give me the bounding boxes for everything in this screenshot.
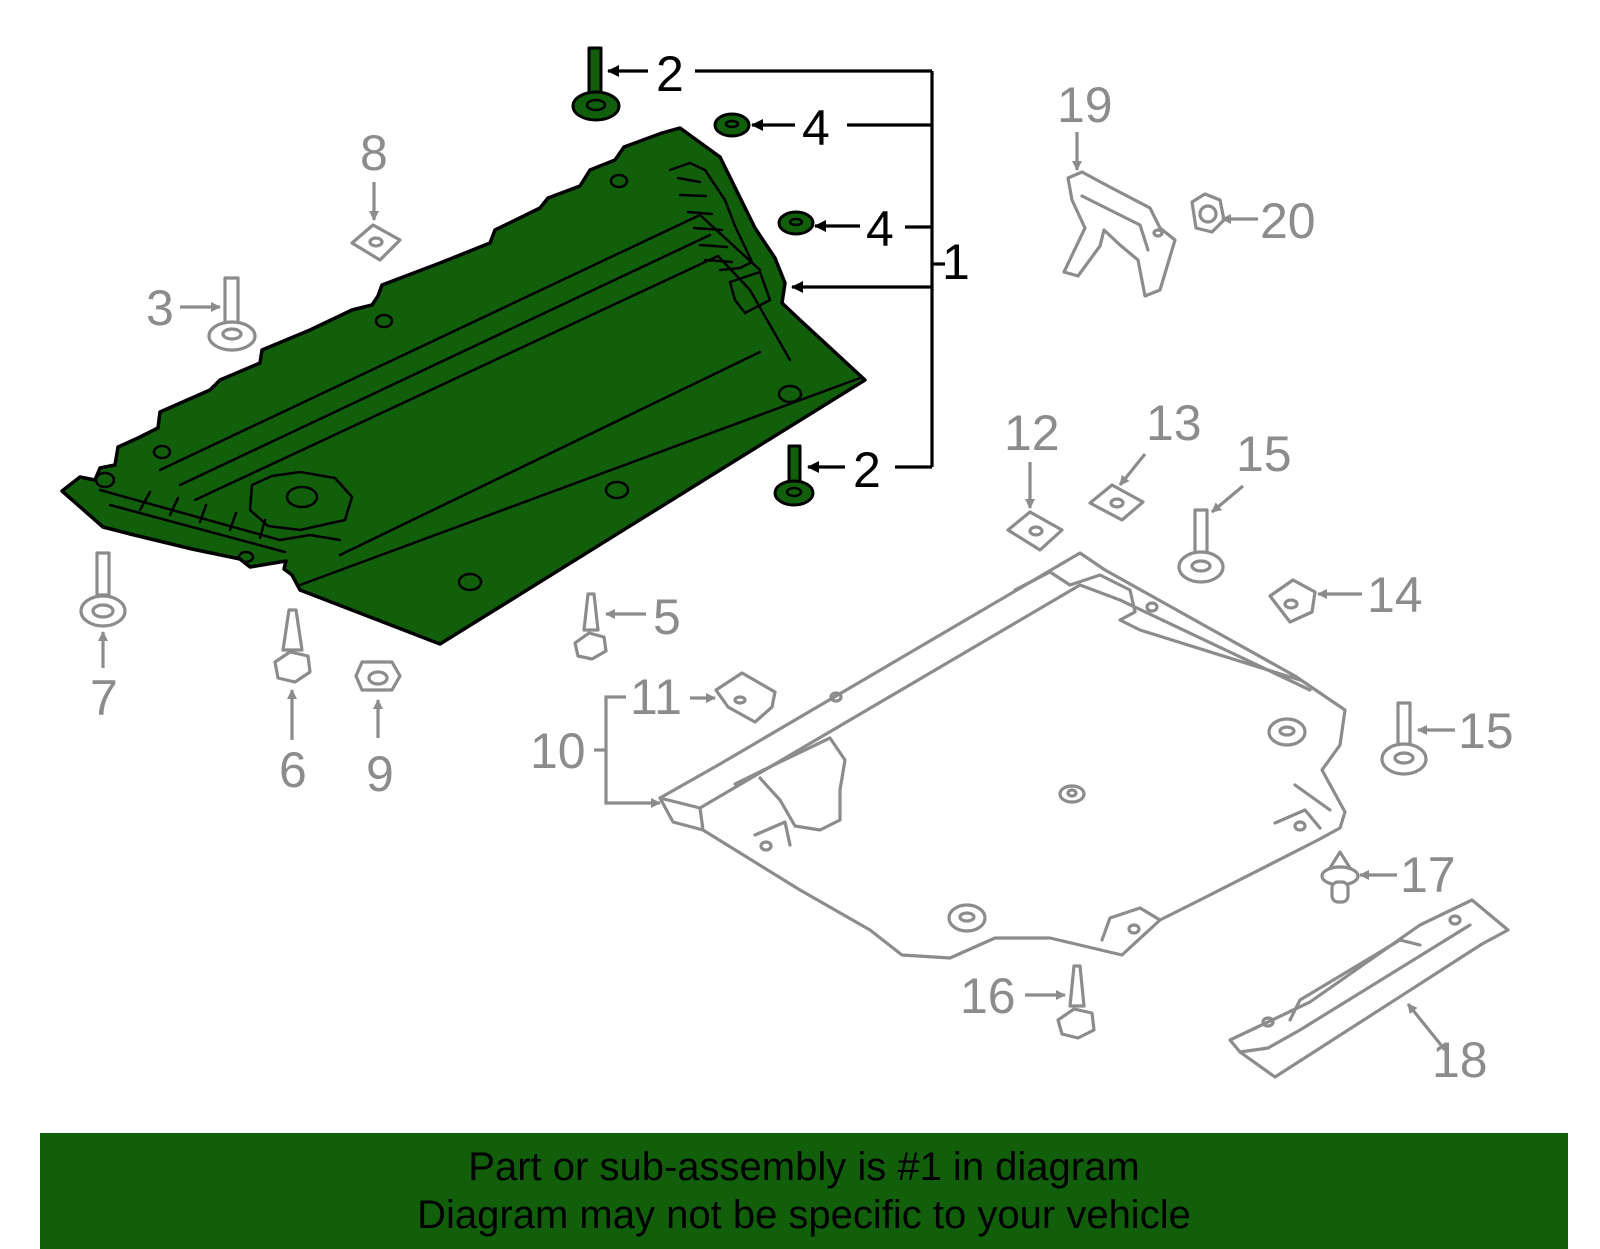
clip-part-12[interactable] [1006,462,1064,552]
callout-11: 11 [630,669,682,725]
callout-13: 13 [1146,395,1202,451]
callout-18: 18 [1432,1032,1488,1088]
callout-5: 5 [653,589,681,645]
screw-part-16[interactable] [1025,964,1096,1040]
info-banner: Part or sub-assembly is #1 in diagram Di… [40,1133,1568,1249]
banner-line-1: Part or sub-assembly is #1 in diagram [468,1145,1140,1189]
callout-7: 7 [90,670,118,726]
bracket-part-19[interactable] [1062,132,1177,298]
clip-part-13[interactable] [1088,452,1147,522]
bolt-part-3[interactable] [180,276,257,352]
push-pin-part-17[interactable] [1320,850,1397,904]
callout-15-upper: 15 [1236,426,1292,482]
callout-20: 20 [1260,193,1316,249]
callout-16: 16 [960,968,1016,1024]
callout-14: 14 [1367,567,1423,623]
screw-part-5[interactable] [573,592,646,661]
clip-part-14[interactable] [1268,578,1362,624]
nut-part-9[interactable] [354,660,402,738]
callout-6: 6 [279,742,307,798]
callout-2-top: 2 [656,46,684,102]
bolt-part-2-bottom[interactable] [773,444,815,507]
screw-part-6[interactable] [273,608,312,740]
callout-bracket-10 [594,695,661,808]
bolt-part-15-lower[interactable] [1380,701,1455,776]
rail-part-18[interactable] [1228,898,1510,1079]
nut-part-4-middle[interactable] [777,210,815,236]
callout-12: 12 [1004,405,1060,461]
bracket-part-11[interactable] [690,671,777,724]
callout-4-top: 4 [802,100,830,156]
callout-15-lower: 15 [1458,703,1514,759]
callout-1: 1 [942,234,970,290]
bolt-part-2-top[interactable] [571,46,621,122]
callout-3: 3 [146,280,174,336]
clip-part-8[interactable] [350,182,402,262]
undercover-shield-part-1[interactable] [60,126,867,646]
callout-9: 9 [366,746,394,802]
banner-line-2: Diagram may not be specific to your vehi… [417,1193,1191,1237]
nut-part-20[interactable] [1190,192,1258,234]
bolt-part-7[interactable] [79,551,127,668]
callout-19: 19 [1057,77,1113,133]
callout-17: 17 [1400,847,1456,903]
callout-8: 8 [360,125,388,181]
callout-10: 10 [530,723,586,779]
nut-part-4-top[interactable] [713,112,751,138]
underbody-panel-part-10[interactable] [658,551,1347,960]
callout-2-bottom: 2 [853,442,881,498]
callout-bracket-1 [607,65,945,473]
bolt-part-15-upper[interactable] [1177,484,1245,584]
callout-4-middle: 4 [866,201,894,257]
